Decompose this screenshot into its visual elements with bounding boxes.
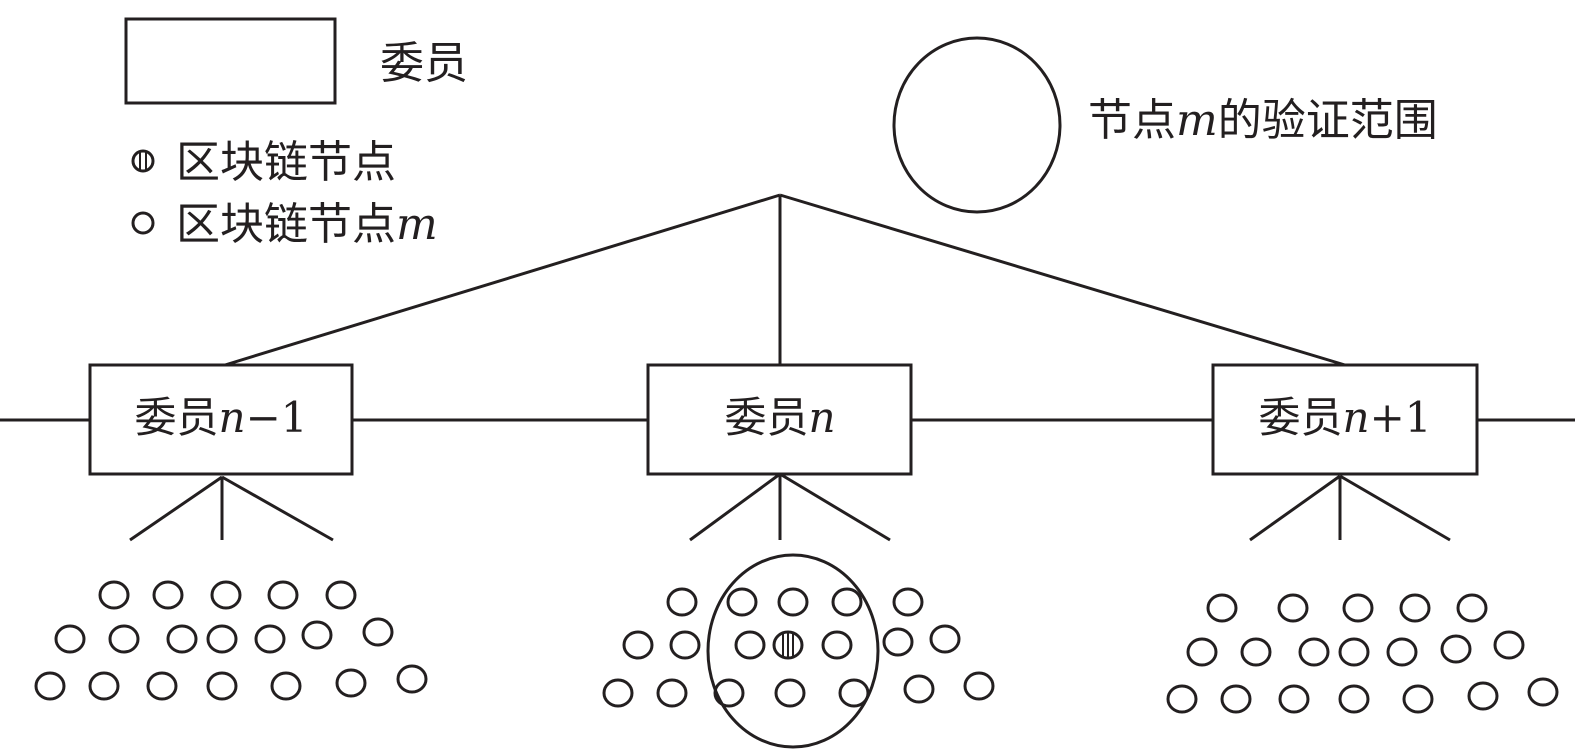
blockchain-node <box>1493 630 1525 660</box>
blockchain-node <box>1206 593 1238 623</box>
blockchain-node <box>1338 684 1370 714</box>
blockchain-node <box>1456 593 1488 623</box>
blockchain-node <box>882 627 914 657</box>
blockchain-node <box>1342 593 1374 623</box>
blockchain-node <box>34 671 66 701</box>
blockchain-node <box>602 678 634 708</box>
blockchain-node <box>1186 637 1218 667</box>
verification-range-of-node-m <box>706 553 880 749</box>
blockchain-node <box>362 617 394 647</box>
legend-plain-node: 区块链节点m <box>131 199 438 250</box>
blockchain-node <box>1440 634 1472 664</box>
committee-var: n <box>1343 393 1370 442</box>
blockchain-node <box>1220 684 1252 714</box>
blockchain-node <box>1166 684 1198 714</box>
legend-committee-box <box>124 17 337 105</box>
blockchain-node <box>1386 637 1418 667</box>
blockchain-node <box>831 587 863 617</box>
committee-var: n <box>808 393 835 442</box>
blockchain-node <box>774 678 806 708</box>
fan-link <box>1339 474 1451 542</box>
blockchain-node <box>54 624 86 654</box>
blockchain-node <box>210 580 242 610</box>
blockchain-node <box>821 630 853 660</box>
blockchain-node <box>108 624 140 654</box>
blockchain-node <box>963 671 995 701</box>
committee-n-plus-1: 委员n+1 <box>1211 363 1479 476</box>
fan-link <box>779 472 891 542</box>
blockchain-node <box>1338 637 1370 667</box>
legend-striped-node: 区块链节点 <box>131 137 396 188</box>
blockchain-node <box>1298 637 1330 667</box>
svg-text:委员n+1: 委员n+1 <box>1259 393 1432 442</box>
svg-text:区块链节点m: 区块链节点m <box>176 199 438 250</box>
committee-label: 委员 <box>724 393 808 442</box>
range-label-suffix: 的验证范围 <box>1218 95 1438 146</box>
blockchain-node <box>270 671 302 701</box>
blockchain-node <box>777 587 809 617</box>
striped-node-icon <box>131 149 155 173</box>
svg-text:委员n−1: 委员n−1 <box>135 393 308 442</box>
committee-var: n <box>219 393 246 442</box>
apex-link-right <box>779 193 1346 367</box>
blockchain-node <box>726 587 758 617</box>
blockchain-node <box>396 664 428 694</box>
range-label-var: m <box>1176 95 1218 146</box>
blockchain-node <box>1527 677 1559 707</box>
blockchain-node <box>1277 593 1309 623</box>
committee-n-minus-1: 委员n−1 <box>88 363 354 476</box>
blockchain-node <box>335 668 367 698</box>
blockchain-node <box>254 624 286 654</box>
blockchain-node <box>166 624 198 654</box>
blockchain-node <box>206 624 238 654</box>
blockchain-node <box>713 678 745 708</box>
fan-link <box>1249 474 1341 542</box>
committee-label: 委员 <box>1259 393 1343 442</box>
fan-link <box>129 475 223 542</box>
blockchain-node <box>734 630 766 660</box>
blockchain-node <box>669 630 701 660</box>
legend-range-label: 节点m的验证范围 <box>1088 95 1438 146</box>
legend-verification-range-icon <box>892 36 1062 214</box>
blockchain-node <box>1399 593 1431 623</box>
legend-plain-node-label: 区块链节点 <box>176 199 396 250</box>
committee-suffix: −1 <box>246 393 308 442</box>
blockchain-node <box>267 580 299 610</box>
blockchain-node <box>929 624 961 654</box>
blockchain-nodes <box>34 472 1559 714</box>
blockchain-node <box>892 587 924 617</box>
blockchain-node <box>903 674 935 704</box>
legend-committee-label: 委员 <box>380 38 468 89</box>
apex-link-left <box>224 193 781 367</box>
svg-text:委员n: 委员n <box>724 393 835 442</box>
blockchain-node <box>146 671 178 701</box>
blockchain-node <box>1240 637 1272 667</box>
blockchain-node <box>1278 684 1310 714</box>
blockchain-node <box>656 678 688 708</box>
blockchain-node <box>325 580 357 610</box>
blockchain-node <box>152 580 184 610</box>
fan-link <box>221 475 334 542</box>
blockchain-node <box>1467 681 1499 711</box>
committee-label: 委员 <box>135 393 219 442</box>
blockchain-node <box>206 671 238 701</box>
blockchain-node <box>301 620 333 650</box>
blockchain-node <box>1402 684 1434 714</box>
blockchain-node <box>666 587 698 617</box>
committee-n: 委员n <box>646 363 913 476</box>
blockchain-node <box>98 580 130 610</box>
range-label-prefix: 节点 <box>1088 95 1176 146</box>
fan-link <box>689 472 781 542</box>
committee-suffix: +1 <box>1370 393 1432 442</box>
blockchain-node <box>88 671 120 701</box>
blockchain-node <box>622 630 654 660</box>
legend-striped-node-label: 区块链节点 <box>176 137 396 188</box>
plain-node-icon <box>131 211 155 235</box>
legend-plain-node-var: m <box>396 199 438 250</box>
